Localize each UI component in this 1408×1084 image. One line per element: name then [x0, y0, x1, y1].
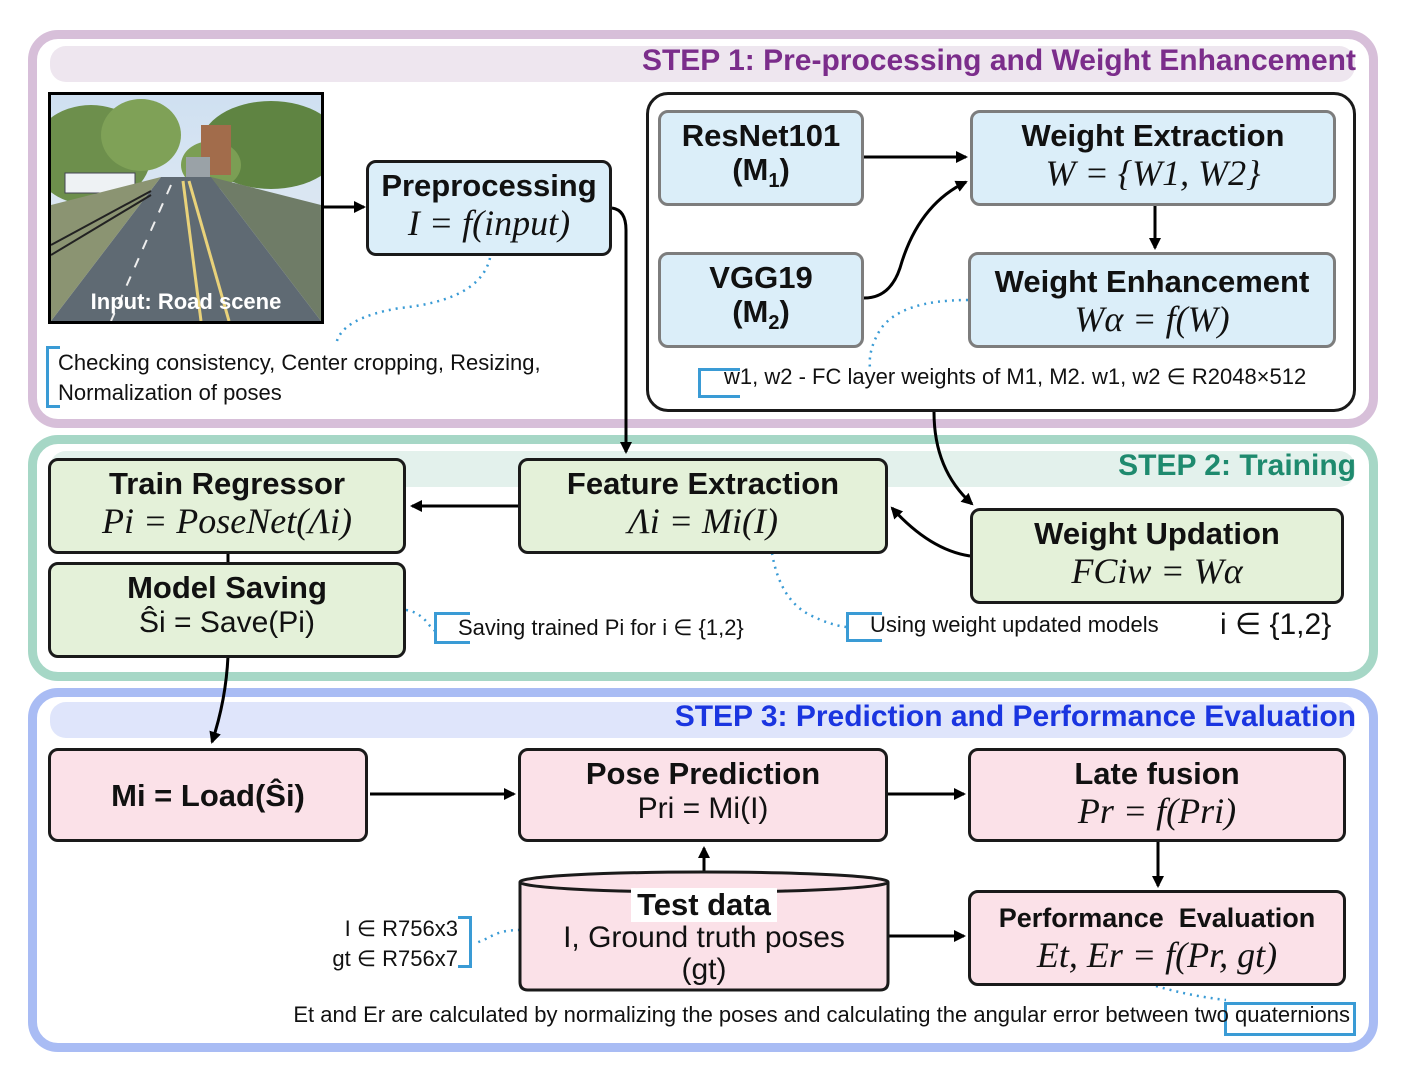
weight-extraction-title: Weight Extraction [1021, 118, 1285, 153]
step1-title: STEP 1: Pre-processing and Weight Enhanc… [641, 44, 1356, 77]
saving-note-bracket [434, 612, 470, 644]
dotted-preprocessing-note [334, 257, 492, 346]
fc-note: w1, w2 - FC layer weights of M1, M2. w1,… [724, 364, 1307, 389]
load-node: Mi = Load(Ŝi) [48, 748, 368, 842]
weight-enhancement-node: Weight Enhancement Wα = f(W) [968, 252, 1336, 348]
step2-title: STEP 2: Training [1118, 449, 1356, 482]
preprocessing-note-line1: Checking consistency, Center cropping, R… [58, 350, 541, 375]
resnet-node: ResNet101 (M1) [658, 110, 864, 206]
performance-evaluation-node: Performance Evaluation Et, Er = f(Pr, gt… [968, 890, 1346, 986]
weight-extraction-equation: W = {W1, W2} [1045, 153, 1261, 193]
arrow-vgg-to-extraction [863, 180, 968, 300]
test-data-cylinder [518, 870, 890, 992]
test-data-line2: (gt) [681, 953, 727, 986]
preprocessing-note-line2: Normalization of poses [58, 380, 282, 405]
dotted-performance-note [1155, 984, 1227, 1002]
resnet-model-label: (M1) [732, 152, 790, 193]
fc-note-bracket [698, 368, 740, 398]
load-label: Mi = Load(Ŝi) [111, 778, 305, 813]
weight-enhancement-title: Weight Enhancement [994, 264, 1310, 299]
arrow-preprocessing-to-feature [611, 206, 632, 454]
vgg-node: VGG19 (M2) [658, 252, 864, 348]
preprocessing-title: Preprocessing [381, 168, 597, 203]
footer-note-bracket [1224, 1002, 1356, 1036]
resnet-name: ResNet101 [681, 118, 841, 153]
arrow-group-to-updation [932, 411, 974, 506]
train-regressor-title: Train Regressor [108, 466, 346, 501]
performance-equation: Et, Er = f(Pr, gt) [1036, 935, 1278, 975]
pose-prediction-node: Pose Prediction Pri = Mi(I) [518, 748, 888, 842]
vgg-model-label: (M2) [732, 294, 790, 335]
weight-enhancement-equation: Wα = f(W) [1074, 299, 1230, 339]
preprocessing-node: Preprocessing I = f(input) [366, 160, 612, 256]
step1-banner [50, 46, 1355, 82]
test-data-label: Test data I, Ground truth poses (gt) [520, 888, 888, 986]
test-data-line1: I, Ground truth poses [563, 921, 845, 954]
weight-updation-title: Weight Updation [1034, 516, 1280, 551]
feature-extraction-title: Feature Extraction [566, 466, 840, 501]
test-note-line2: gt ∈ R756x7 [332, 946, 458, 971]
arrow-saving-to-load [209, 655, 230, 744]
model-saving-equation: Ŝi = Save(Pi) [139, 606, 315, 639]
test-note-bracket [458, 916, 472, 968]
vgg-name: VGG19 [709, 260, 813, 295]
test-data-title: Test data [631, 888, 777, 922]
pose-prediction-title: Pose Prediction [585, 756, 821, 791]
late-fusion-title: Late fusion [1074, 756, 1240, 791]
late-fusion-node: Late fusion Pr = f(Pri) [968, 748, 1346, 842]
performance-title: Performance Evaluation [998, 903, 1316, 933]
index-set: i ∈ {1,2} [1220, 608, 1332, 641]
model-saving-title: Model Saving [127, 570, 327, 605]
step3-banner [50, 702, 1355, 738]
footer-note: Et and Er are calculated by normalizing … [293, 1002, 1350, 1027]
using-note-bracket [846, 612, 882, 642]
preprocessing-note-bracket [46, 346, 60, 408]
dotted-enhancement-note [868, 298, 969, 369]
pose-prediction-equation: Pri = Mi(I) [637, 792, 769, 825]
model-saving-node: Model Saving Ŝi = Save(Pi) [48, 562, 406, 658]
dotted-feature-note [770, 552, 847, 629]
feature-extraction-node: Feature Extraction Λi = Mi(I) [518, 458, 888, 554]
preprocessing-equation: I = f(input) [407, 203, 571, 243]
input-caption: Input: Road scene [90, 289, 282, 314]
feature-extraction-equation: Λi = Mi(I) [628, 501, 778, 541]
road-scene-image: Input: Road scene [48, 92, 324, 324]
weight-extraction-node: Weight Extraction W = {W1, W2} [970, 110, 1336, 206]
train-regressor-equation: Pi = PoseNet(Λi) [102, 501, 352, 541]
test-note-line1: I ∈ R756x3 [344, 916, 458, 941]
saving-note: Saving trained Pi for i ∈ {1,2} [458, 615, 744, 640]
arrow-updation-to-feature [890, 506, 971, 558]
train-regressor-node: Train Regressor Pi = PoseNet(Λi) [48, 458, 406, 554]
step3-title: STEP 3: Prediction and Performance Evalu… [674, 700, 1356, 733]
using-note: Using weight updated models [870, 612, 1159, 637]
late-fusion-equation: Pr = f(Pri) [1077, 791, 1237, 831]
dotted-saving-note [405, 608, 437, 633]
dotted-test-note [473, 928, 521, 946]
weight-updation-equation: FCiw = Wα [1071, 551, 1243, 591]
weight-updation-node: Weight Updation FCiw = Wα [970, 508, 1344, 604]
